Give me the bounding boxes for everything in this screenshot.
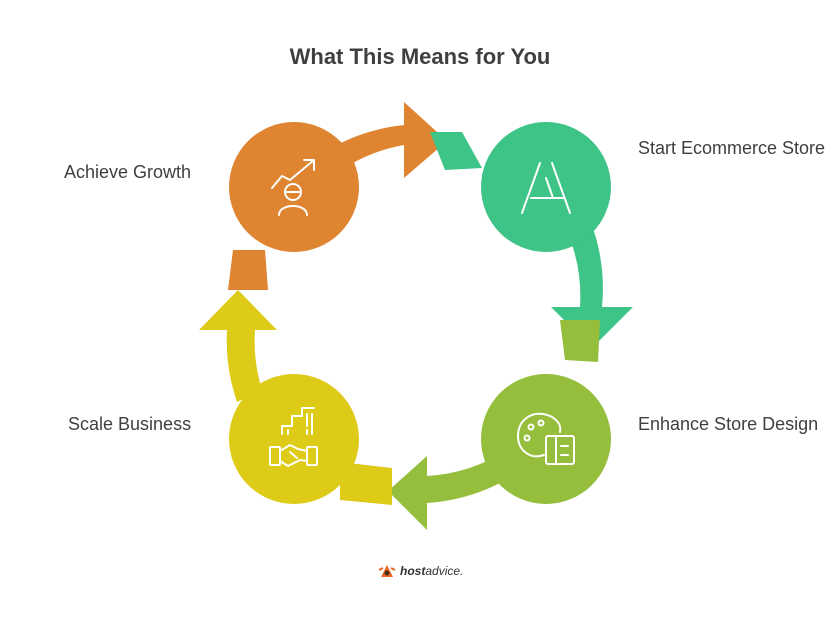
- circle-achieve-growth: [229, 122, 359, 252]
- arc-lime-joint: [560, 320, 600, 362]
- step-label-scale-business: Scale Business: [68, 414, 192, 434]
- brand-bold: host: [400, 564, 426, 578]
- step-label-start-store: Start Ecommerce Store: [638, 138, 826, 158]
- arc-scale-to-growth: [199, 290, 277, 402]
- brand-rest: advice.: [425, 564, 464, 578]
- arc-start-to-design: [551, 220, 633, 348]
- arc-orange-joint: [228, 250, 268, 290]
- arc-green-head-joint: [430, 132, 482, 170]
- brand-text: hostadvice.: [400, 564, 463, 578]
- app-store-icon: [521, 162, 571, 214]
- step-label-achieve-growth: Achieve Growth: [64, 162, 192, 182]
- brand-footer: hostadvice.: [378, 562, 463, 580]
- step-label-enhance-design: Enhance Store Design: [638, 414, 819, 434]
- handshake-building-icon: [269, 407, 318, 467]
- arc-yellow-joint: [340, 462, 392, 505]
- arc-growth-to-start: [333, 102, 447, 178]
- circle-start-store: [481, 122, 611, 252]
- page-title: What This Means for You: [289, 44, 551, 69]
- circle-scale-business: [229, 374, 359, 504]
- growth-chart-person-icon: [271, 159, 315, 216]
- palette-layout-icon: [517, 412, 575, 465]
- hostadvice-logo-icon: [378, 565, 396, 577]
